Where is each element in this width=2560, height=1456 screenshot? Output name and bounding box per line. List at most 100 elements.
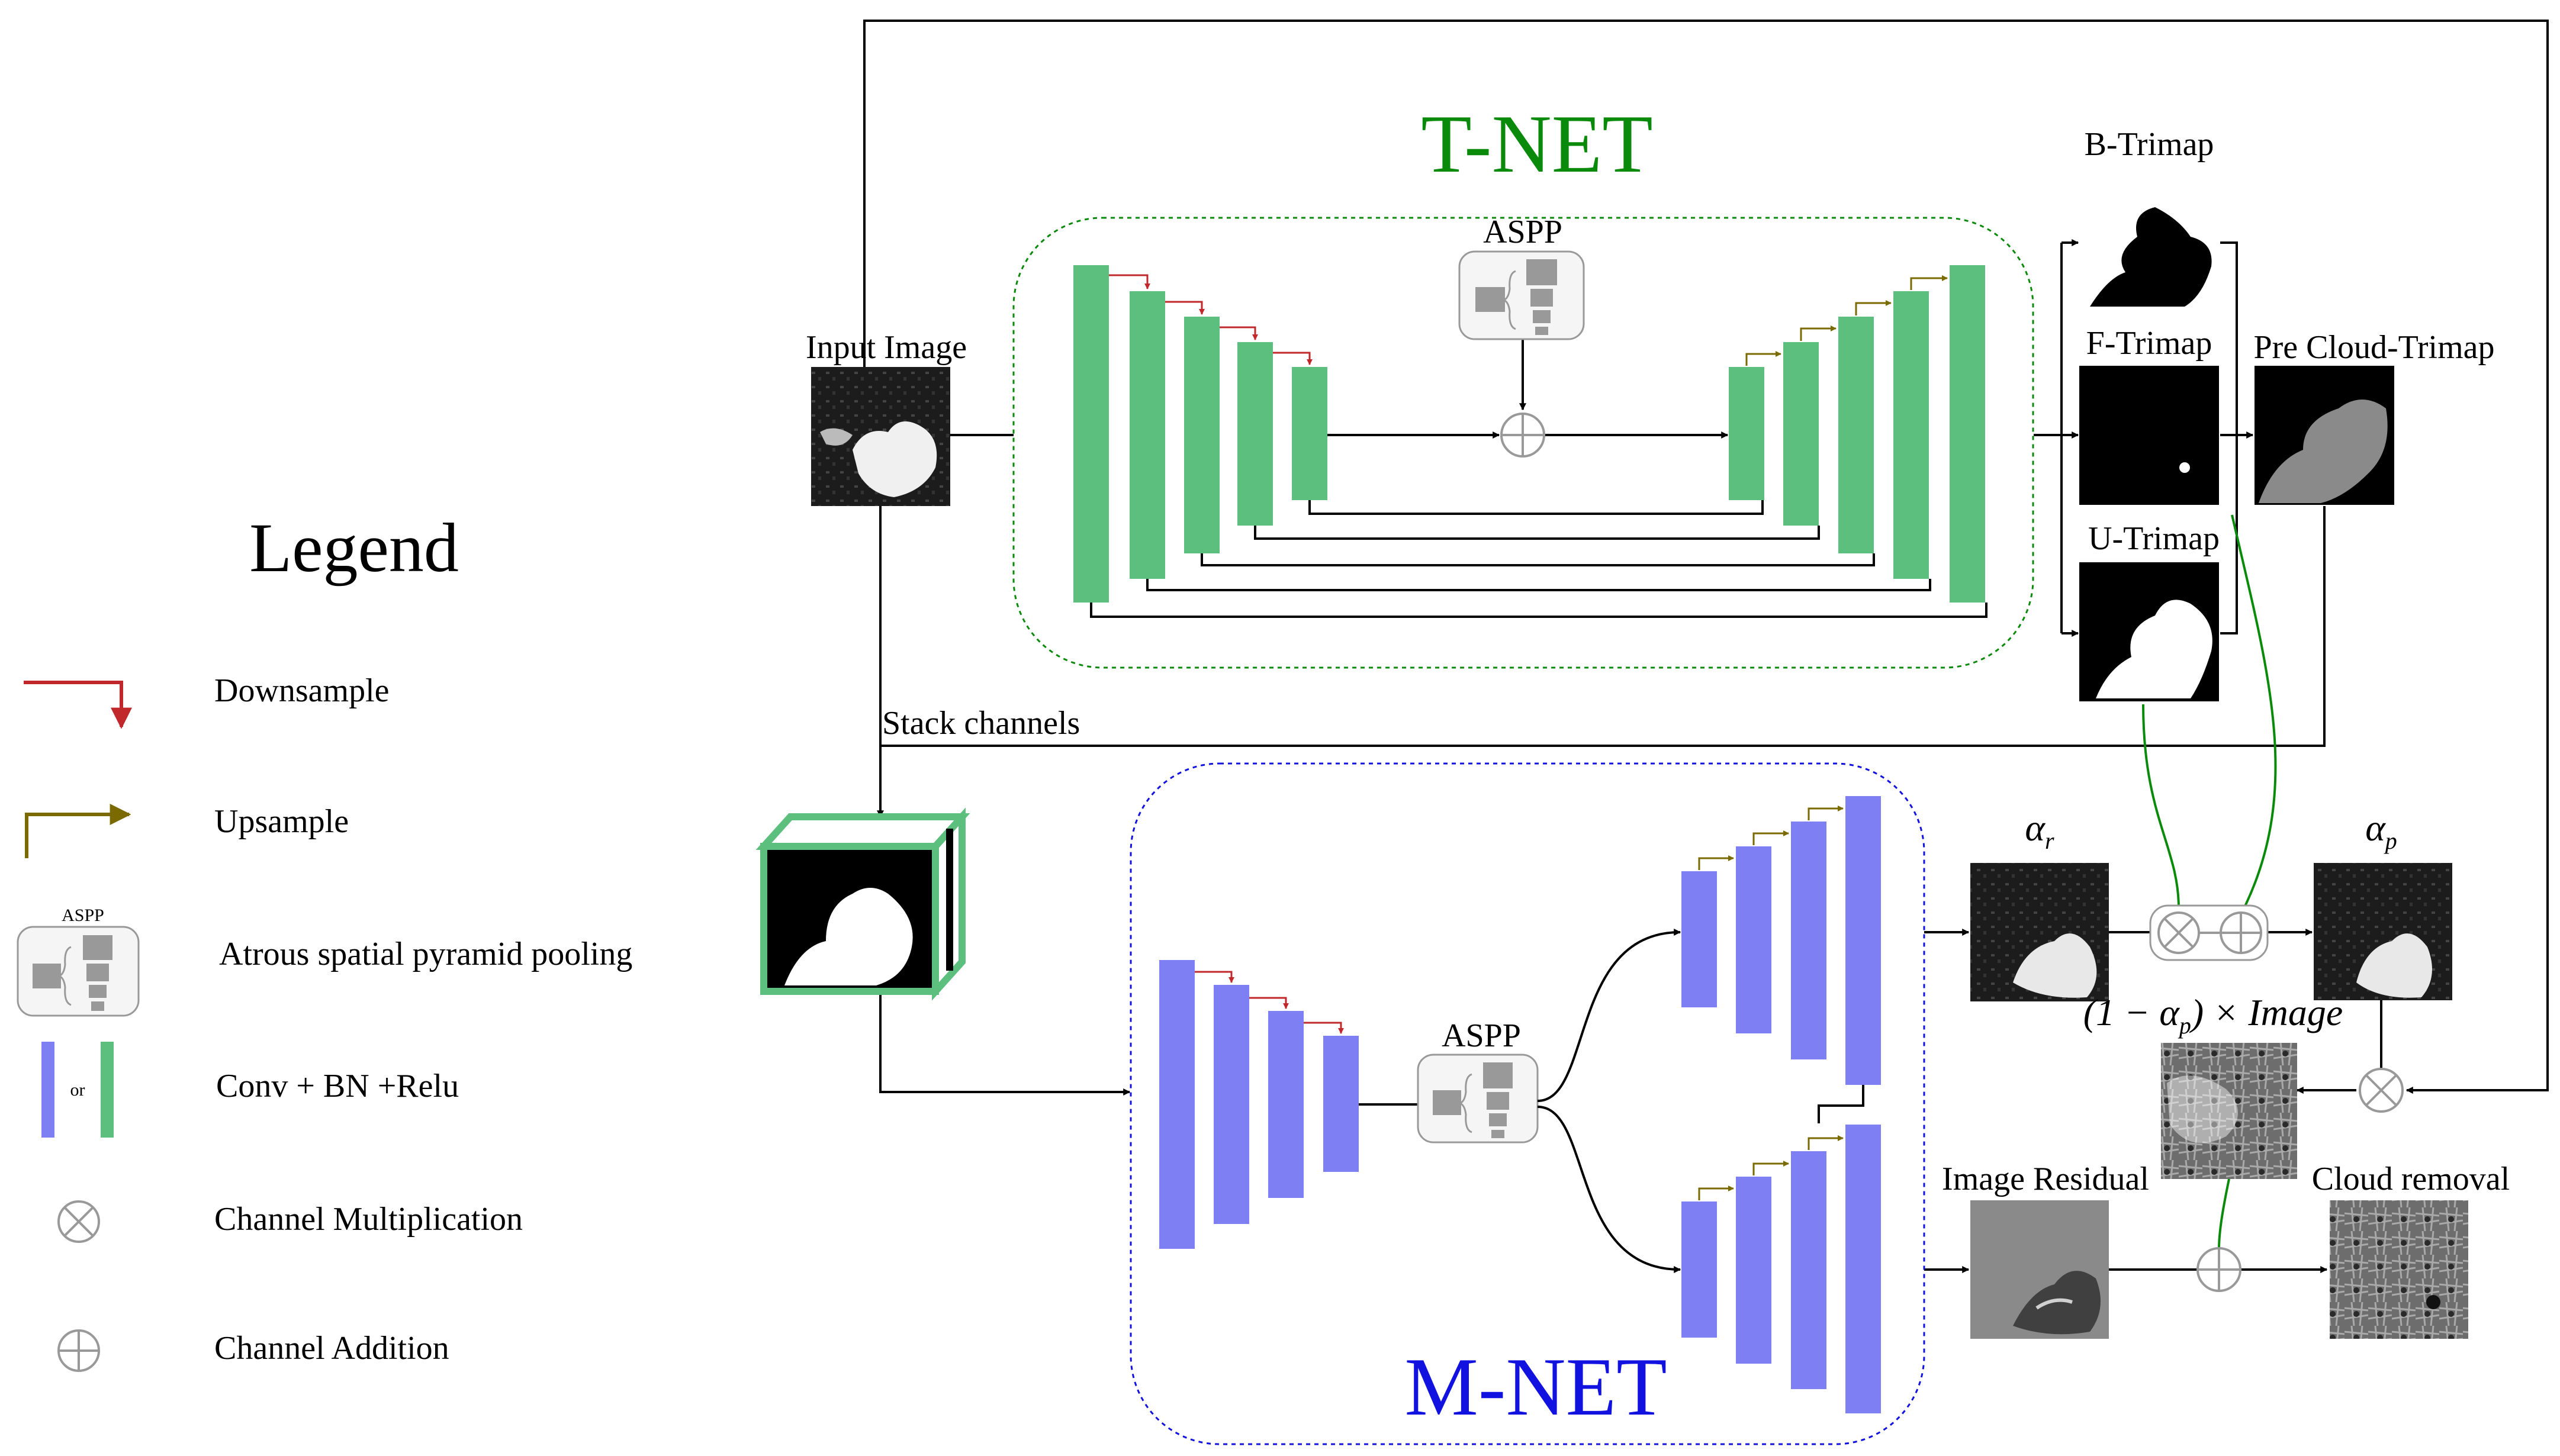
legend-label-upsample: Upsample [214, 803, 349, 840]
u-trimap-label: U-Trimap [2088, 520, 2220, 557]
mnet-top-decoder-block-4 [1845, 796, 1881, 1085]
mnet-decoder-link [1818, 1085, 1864, 1123]
tnet-downsample-arrows [1109, 274, 1313, 365]
alpha-multiply-node [2157, 911, 2200, 954]
legend-label-multiply: Channel Multiplication [214, 1201, 523, 1238]
tnet-encoder-block-2 [1130, 291, 1165, 579]
legend-label-aspp: Atrous spatial pyramid pooling [219, 936, 632, 972]
tnet-decoder-block-3 [1838, 317, 1874, 553]
mnet-bottom-upsample-arrows [1698, 1135, 1844, 1200]
input-image-label: Input Image [806, 329, 967, 366]
mnet-top-decoder-block-2 [1736, 846, 1771, 1033]
mnet-bottom-decoder-block-4 [1845, 1125, 1881, 1413]
tnet-encoder-block-5 [1292, 367, 1327, 500]
legend: Legend Downsample Upsample ASPP Atrous s… [17, 509, 632, 1372]
image-residual-label: Image Residual [1942, 1161, 2149, 1197]
alpha-p-subscript: p [2384, 827, 2397, 854]
alpha-p-symbol: α [2365, 807, 2386, 849]
mnet-top-decoder-block-3 [1791, 822, 1826, 1059]
tnet-aspp-block [1458, 250, 1585, 340]
b-trimap-image [2079, 170, 2219, 310]
mnet-branch-curves [1537, 929, 1681, 1273]
mnet: M-NET ASPP [1130, 762, 1925, 1445]
mnet-encoder-block-3 [1268, 1011, 1304, 1198]
tnet-decoder-block-2 [1783, 342, 1819, 526]
green-connectors [2142, 514, 2277, 1249]
alpha-p-label: αp [2365, 807, 2397, 854]
multiply-circle-icon [57, 1200, 100, 1243]
mnet-encoder-block-4 [1323, 1036, 1359, 1172]
mnet-bottom-decoder-block-1 [1681, 1201, 1717, 1338]
utrimap-to-multiply [2142, 704, 2180, 909]
flow-lines [863, 20, 2549, 1273]
legend-aspp-icon-text: ASPP [62, 906, 104, 925]
top-loop-line [863, 20, 2549, 1094]
cloud-removal-label: Cloud removal [2312, 1161, 2510, 1197]
mnet-downsample-arrows [1195, 971, 1344, 1034]
image-residual-image [1970, 1200, 2109, 1339]
mnet-bottom-decoder-block-2 [1736, 1177, 1771, 1364]
upsample-arrow-icon [25, 804, 131, 858]
aspp-block-icon: ASPP [17, 906, 140, 1017]
mnet-encoder-block-1 [1159, 960, 1195, 1249]
tnet-decoder-block-5 [1950, 265, 1985, 603]
mnet-top-upsample-arrows [1698, 806, 1844, 870]
legend-label-downsample: Downsample [214, 672, 390, 709]
one-minus-alpha-head: (1 − α [2083, 991, 2180, 1033]
downsample-arrow-icon [24, 681, 132, 729]
alpha-r-subscript: r [2045, 827, 2054, 854]
input-image-thumbnail [811, 367, 950, 506]
legend-label-add: Channel Addition [214, 1330, 449, 1367]
ftrimap-to-add [2231, 514, 2277, 909]
b-trimap-label: B-Trimap [2085, 126, 2214, 163]
pre-cloud-trimap-label: Pre Cloud-Trimap [2253, 329, 2494, 366]
tnet-aspp-label: ASPP [1483, 214, 1562, 250]
cube-to-mnet-line [879, 994, 1131, 1096]
legend-or-text: or [70, 1080, 85, 1100]
tnet-title: T-NET [1421, 98, 1652, 190]
mnet-title: M-NET [1404, 1341, 1667, 1433]
tnet-add-node [1500, 413, 1545, 458]
conv-block-icon: or [41, 1042, 114, 1138]
stack-channels-label: Stack channels [882, 705, 1080, 742]
tnet-skip-connections [1090, 500, 1987, 618]
legend-label-conv: Conv + BN +Relu [216, 1068, 459, 1104]
image-to-add [2218, 1178, 2230, 1249]
u-trimap-image [2079, 562, 2219, 701]
multiply-node-image [2359, 1068, 2404, 1113]
stack-channels-line [880, 506, 2326, 747]
alpha-r-image [1970, 863, 2109, 1001]
mnet-bottom-decoder-block-3 [1791, 1151, 1826, 1389]
add-circle-icon [57, 1329, 100, 1372]
tnet-upsample-arrows [1745, 275, 1948, 366]
one-minus-alpha-label: (1 − αp) × Image [2083, 991, 2343, 1039]
alpha-ops-block [2149, 904, 2269, 961]
alpha-add-node [2220, 911, 2262, 954]
mnet-top-decoder-block-1 [1681, 871, 1717, 1007]
f-trimap-label: F-Trimap [2086, 325, 2212, 362]
f-trimap-image [2079, 366, 2219, 505]
mnet-frame [1130, 762, 1925, 1445]
tnet-decoder-block-4 [1893, 291, 1929, 579]
stacked-channels-cube [755, 807, 970, 1001]
one-minus-alpha-tail: ) × Image [2189, 991, 2343, 1033]
one-minus-alpha-subscript: p [2178, 1012, 2191, 1039]
trimap-right-bracket [2220, 241, 2238, 634]
alpha-p-image [2314, 863, 2452, 1000]
alpha-r-label: αr [2025, 807, 2054, 854]
tnet-decoder-block-1 [1729, 367, 1764, 500]
cloud-removal-image [2330, 1200, 2468, 1339]
mnet-aspp-block [1417, 1054, 1539, 1143]
tnet: T-NET ASPP [1012, 98, 2034, 669]
residual-add-node [2196, 1247, 2241, 1292]
alpha-r-symbol: α [2025, 807, 2046, 849]
tnet-encoder-block-3 [1184, 317, 1220, 553]
masked-image [2161, 1043, 2297, 1179]
tnet-encoder-block-4 [1237, 342, 1273, 526]
tnet-encoder-block-1 [1073, 265, 1109, 603]
mnet-encoder-block-2 [1214, 985, 1249, 1224]
legend-title: Legend [249, 509, 459, 587]
pre-cloud-trimap-image [2255, 366, 2394, 505]
